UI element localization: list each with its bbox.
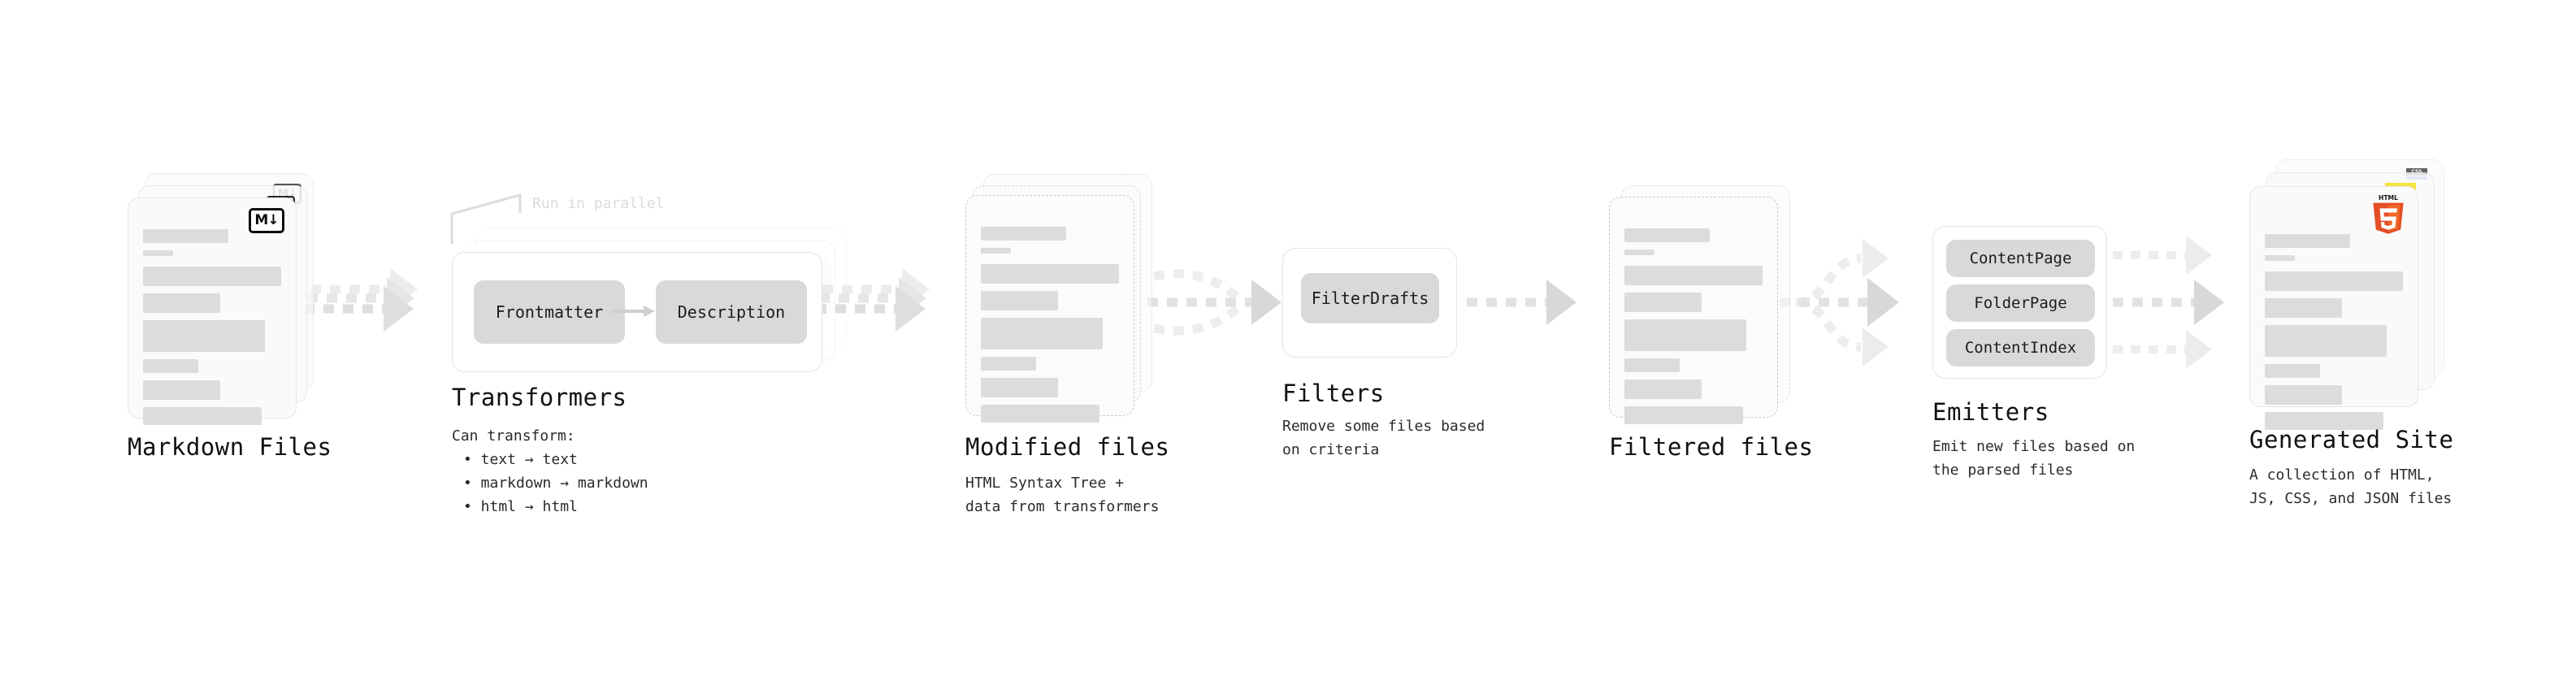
skeleton-bar (1624, 406, 1744, 424)
skeleton-bar (981, 405, 1100, 423)
skeleton-bar (981, 357, 1036, 371)
skeleton-bar (1624, 249, 1655, 255)
arrow-markdown-to-transformers (304, 268, 418, 332)
skeleton-bar (2265, 325, 2387, 357)
markdown-files-title: Markdown Files (128, 433, 332, 461)
skeleton-bar (143, 380, 221, 400)
skeleton-bar (143, 407, 262, 425)
pill-contentpage[interactable]: ContentPage (1946, 240, 2095, 277)
skeleton-bar (143, 293, 221, 313)
modified-card-front[interactable] (965, 195, 1134, 423)
generated-site-subtitle: A collection of HTML, JS, CSS, and JSON … (2249, 466, 2452, 507)
filters-title: Filters (1282, 380, 1385, 407)
skeleton-bar (1624, 293, 1702, 312)
skeleton-bars (2265, 234, 2403, 437)
skeleton-bar (2265, 234, 2351, 248)
filters-group[interactable]: FilterDrafts (1282, 248, 1457, 358)
emitters-subtitle: Emit new files based on the parsed files (1932, 438, 2136, 479)
skeleton-bar (1624, 228, 1711, 242)
skeleton-bar (981, 227, 1067, 241)
skeleton-bar (2265, 298, 2343, 318)
skeleton-bar (981, 378, 1059, 397)
pill-description[interactable]: Description (656, 280, 807, 344)
filters-subtitle: Remove some files based on criteria (1282, 418, 1485, 458)
skeleton-bar (1624, 319, 1746, 351)
skeleton-bars (1624, 228, 1763, 432)
transformers-subtitle: Can transform: (452, 427, 575, 445)
modified-files-subtitle: HTML Syntax Tree + data from transformer… (965, 475, 1160, 515)
skeleton-bar (1624, 266, 1763, 285)
html5-icon: HTML (2370, 193, 2406, 239)
skeleton-bar (143, 359, 198, 373)
skeleton-bar (981, 318, 1103, 349)
pill-filterdrafts[interactable]: FilterDrafts (1301, 273, 1439, 323)
pill-contentindex[interactable]: ContentIndex (1946, 329, 2095, 367)
skeleton-bars (981, 227, 1119, 430)
skeleton-bar (981, 264, 1119, 284)
skeleton-bar (1624, 358, 1680, 372)
modified-files-title: Modified files (965, 433, 1170, 461)
filtered-files-title: Filtered files (1609, 433, 1814, 461)
pill-folderpage[interactable]: FolderPage (1946, 284, 2095, 322)
run-in-parallel-label: Run in parallel (532, 195, 665, 212)
pill-frontmatter[interactable]: Frontmatter (474, 280, 625, 344)
emitters-group[interactable]: ContentPage FolderPage ContentIndex (1932, 226, 2107, 379)
transformers-title: Transformers (452, 384, 627, 411)
arrow-filters-to-filtered (1467, 280, 1576, 325)
transformers-bullet-3: • html → html (463, 498, 578, 515)
arrow-filtered-to-emitters (1780, 239, 1899, 367)
svg-text:HTML: HTML (2379, 194, 2398, 202)
skeleton-bar (2265, 364, 2320, 378)
skeleton-bar (143, 267, 281, 286)
skeleton-bar (143, 320, 265, 352)
transformers-bullet-1: • text → text (463, 451, 578, 468)
generated-site-title: Generated Site (2249, 426, 2454, 453)
skeleton-bars (143, 229, 281, 432)
arrow-emitters-to-generated (2113, 236, 2224, 369)
skeleton-bar (1624, 380, 1702, 399)
skeleton-bar (2265, 271, 2403, 291)
emitters-title: Emitters (1932, 398, 2049, 426)
skeleton-bar (981, 248, 1012, 254)
skeleton-bar (2265, 385, 2343, 405)
generated-card-front-html[interactable]: HTML (2249, 186, 2418, 430)
skeleton-bar (2265, 412, 2384, 430)
transformers-bullet-2: • markdown → markdown (463, 475, 648, 492)
markdown-card-front[interactable]: M↓ (128, 197, 297, 425)
filtered-card-front[interactable] (1609, 197, 1778, 424)
transformer-group-front[interactable]: Frontmatter Description (452, 252, 822, 372)
skeleton-bar (143, 229, 229, 243)
markdown-badge: M↓ (249, 208, 284, 233)
arrow-modified-to-filters (1147, 269, 1281, 336)
skeleton-bar (143, 250, 174, 256)
skeleton-bar (2265, 255, 2296, 261)
skeleton-bar (981, 291, 1059, 310)
